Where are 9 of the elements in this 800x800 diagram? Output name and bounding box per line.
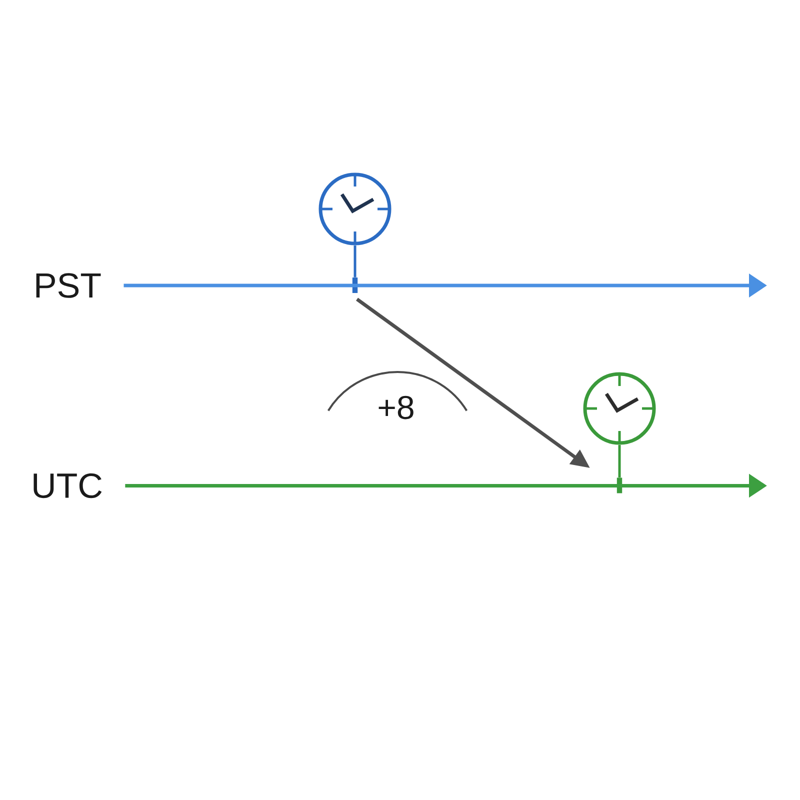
stem-line	[618, 444, 621, 478]
timeline-label: UTC	[34, 473, 102, 498]
clock-icon	[583, 372, 656, 445]
tick-mark	[352, 278, 358, 293]
tick-mark	[616, 478, 622, 494]
clock-icon	[318, 172, 392, 246]
stem-line	[354, 245, 356, 278]
timeline-label: PST	[36, 273, 101, 298]
offset-label: +8	[378, 396, 414, 420]
